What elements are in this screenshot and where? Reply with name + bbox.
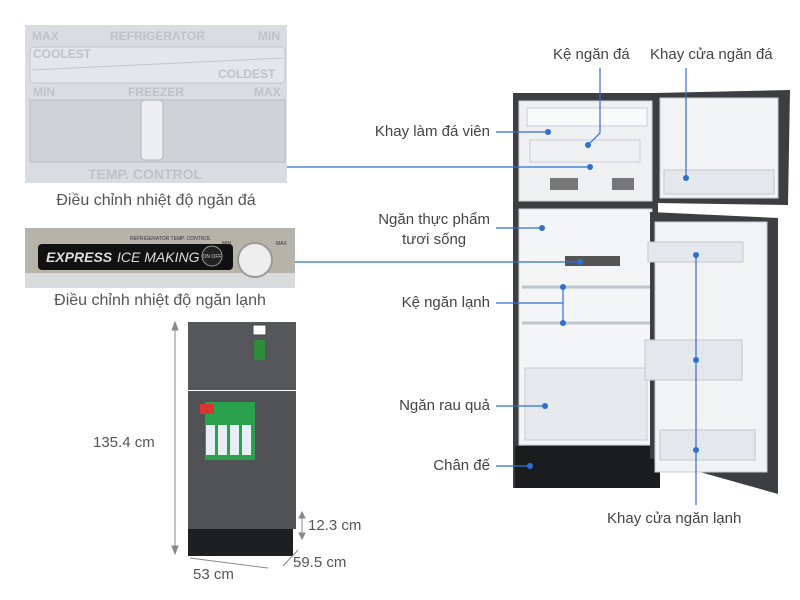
label-freezer-shelf: Kệ ngăn đá <box>553 46 630 63</box>
base-height-dimension: 12.3 cm <box>308 517 362 534</box>
panel-text-on-off: ON OFF <box>203 254 222 260</box>
panel-text-ice-making: ICE MAKING <box>117 249 200 265</box>
panel-text-min: MIN <box>33 85 55 99</box>
label-fridge-shelf: Kệ ngăn lạnh <box>401 294 490 311</box>
panel-text-temp-control: TEMP. CONTROL <box>88 166 203 182</box>
depth-dimension: 59.5 cm <box>293 554 347 571</box>
width-dimension: 53 cm <box>193 566 234 583</box>
label-vegetable-drawer: Ngăn rau quả <box>399 397 490 414</box>
panel-text-freezer: FREEZER <box>128 85 184 99</box>
open-fridge-photo <box>513 90 790 494</box>
freezer-control-photo: MAX REFRIGERATOR MIN COOLEST COLDEST MIN… <box>25 25 287 183</box>
label-freezer-door-tray: Khay cửa ngăn đá <box>650 46 773 63</box>
panel-text-max-top: MAX <box>32 29 59 43</box>
fridge-control-photo: EXPRESS ICE MAKING ON OFF REFRIGERATOR T… <box>25 228 295 288</box>
label-fresh-food: Ngăn thực phẩm tươi sống <box>378 210 490 250</box>
freezer-control-caption: Điều chỉnh nhiệt độ ngăn đá <box>56 192 256 209</box>
panel-text-coldest: COLDEST <box>218 67 276 81</box>
fridge-control-caption: Điều chỉnh nhiệt độ ngăn lạnh <box>54 292 266 309</box>
closed-fridge-photo <box>188 322 296 556</box>
panel-text-express: EXPRESS <box>46 249 113 265</box>
panel-text-min-dial: MIN <box>222 241 232 247</box>
label-ice-tray: Khay làm đá viên <box>374 123 490 140</box>
panel-text-max-dial: MAX <box>276 241 288 247</box>
label-base-stand: Chân đế <box>433 457 490 474</box>
height-dimension: 135.4 cm <box>93 434 155 451</box>
panel-text-coolest: COOLEST <box>33 47 92 61</box>
panel-text-header: REFRIGERATOR TEMP. CONTROL <box>130 236 211 242</box>
panel-text-min-top: MIN <box>258 29 280 43</box>
panel-text-refrigerator: REFRIGERATOR <box>110 29 205 43</box>
leader-dots <box>527 129 699 469</box>
panel-text-max: MAX <box>254 85 281 99</box>
label-fridge-door-tray: Khay cửa ngăn lạnh <box>607 510 742 527</box>
dimension-arrows <box>171 320 306 569</box>
label-fresh-food-line2: tươi sống <box>402 231 467 248</box>
leader-lines <box>287 68 697 505</box>
label-fresh-food-line1: Ngăn thực phẩm <box>378 211 490 228</box>
